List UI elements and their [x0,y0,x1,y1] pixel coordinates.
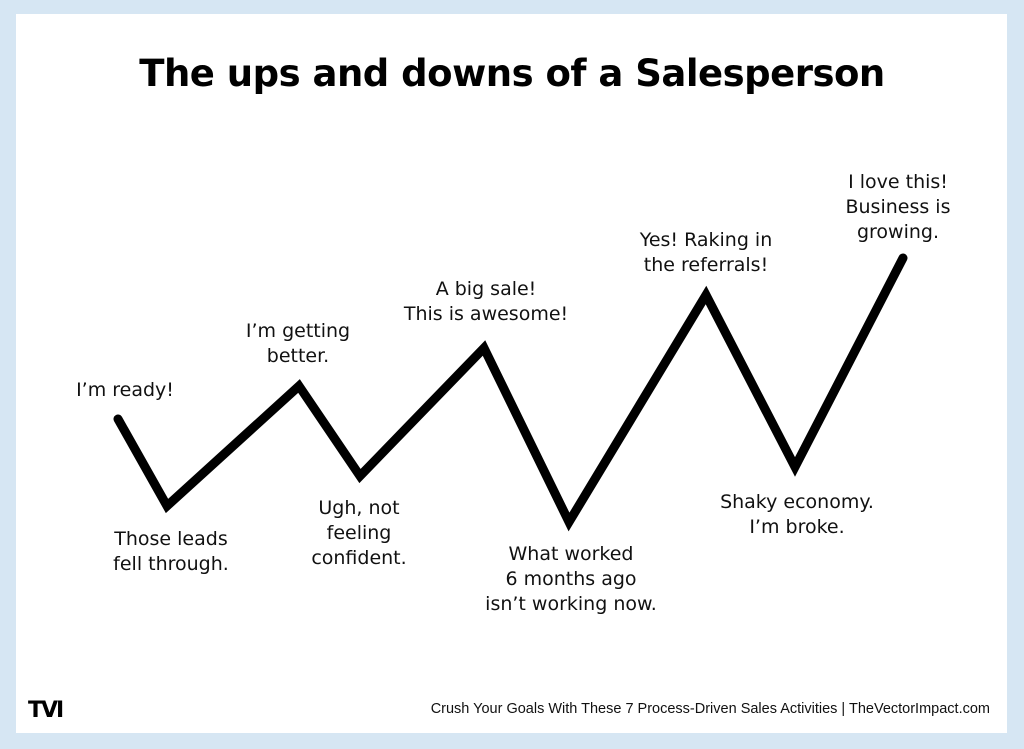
footer-credit: Crush Your Goals With These 7 Process-Dr… [430,701,990,717]
label-shaky-economy: Shaky economy. I’m broke. [720,491,874,538]
label-leads-fell-through: Those leads fell through. [113,528,229,575]
label-what-worked: What worked 6 months ago isn’t working n… [485,543,657,615]
tvi-logo: TVI [28,698,64,723]
page-title: The ups and downs of a Salesperson [139,52,885,95]
label-big-sale: A big sale! This is awesome! [403,278,569,325]
label-ugh-not-confident: Ugh, not feeling confident. [311,497,407,569]
label-getting-better: I’m getting better. [245,320,351,367]
wave-polyline [113,253,908,532]
label-im-ready: I’m ready! [76,379,174,401]
label-love-this: I love this! Business is growing. [845,171,951,243]
label-raking-referrals: Yes! Raking in the referrals! [639,229,773,276]
